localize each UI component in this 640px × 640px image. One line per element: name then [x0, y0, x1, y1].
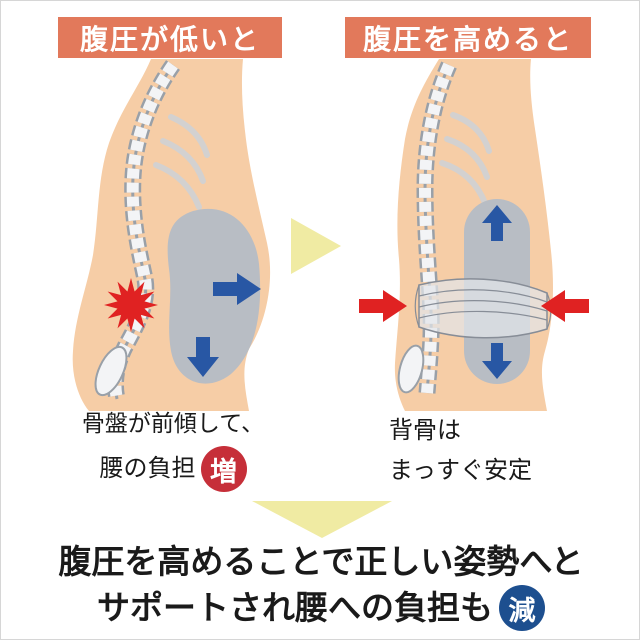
corset-band-illustration — [414, 278, 552, 339]
conclusion-block: 腹圧を高めることで正しい姿勢へと サポートされ腰への負担も 減 — [1, 542, 639, 631]
pain-starburst-icon — [104, 278, 158, 332]
right-panel-header: 腹圧を高めると — [345, 17, 591, 58]
figure-low-pressure — [72, 59, 271, 411]
conclusion-line2: サポートされ腰への負担も — [97, 589, 493, 626]
right-caption-line2: まっすぐ安定 — [389, 457, 533, 484]
ribs-illustration — [153, 114, 210, 210]
ribs-illustration — [439, 112, 492, 206]
left-caption-line2: 腰の負担 — [99, 455, 196, 482]
blue-arrow-down-icon — [187, 337, 219, 377]
right-caption-line1: 背骨は — [389, 417, 461, 444]
figure-high-pressure — [359, 59, 589, 411]
right-caption: 背骨は まっすぐ安定 — [389, 411, 599, 491]
blue-arrow-up-icon — [482, 205, 512, 241]
curved-spine-icon — [94, 60, 180, 401]
transition-right-arrow-icon — [291, 218, 341, 274]
left-caption: 骨盤が前傾して、 腰の負担 増 — [53, 407, 293, 492]
left-panel-header: 腹圧が低いと — [58, 17, 282, 58]
decrease-badge: 減 — [499, 585, 545, 631]
blue-arrow-right-icon — [213, 273, 261, 305]
straight-spine-icon — [397, 61, 457, 394]
increase-badge: 増 — [200, 446, 247, 492]
red-arrow-inward-right-icon — [541, 290, 589, 322]
conclusion-down-arrow-icon — [252, 501, 392, 538]
blue-arrow-down-icon — [482, 343, 512, 379]
red-arrow-inward-left-icon — [359, 290, 407, 322]
conclusion-line1: 腹圧を高めることで正しい姿勢へと — [58, 543, 584, 580]
abdominal-cavity-shape — [167, 208, 261, 384]
left-caption-line1: 骨盤が前傾して、 — [81, 410, 265, 436]
